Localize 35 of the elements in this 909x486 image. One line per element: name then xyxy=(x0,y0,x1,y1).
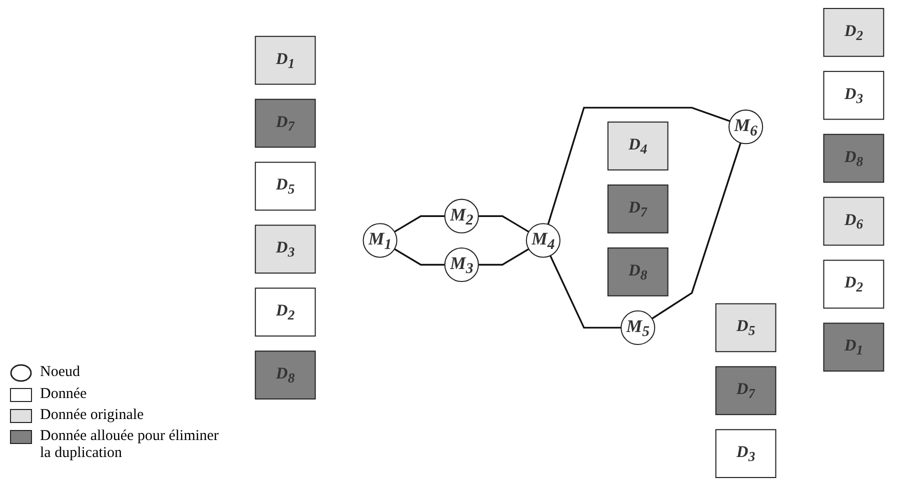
connector xyxy=(478,215,530,233)
connector xyxy=(547,106,730,225)
node-box: D$_{8}$ xyxy=(254,350,316,400)
node-box: D$_{5}$ xyxy=(715,303,776,352)
legend-label: Donnée originale xyxy=(40,407,144,424)
node-box: D$_{3}$ xyxy=(254,224,316,274)
connector xyxy=(478,248,530,266)
node-circle: M$_{4}$ xyxy=(526,223,560,258)
legend-label: Donnée xyxy=(40,386,87,403)
node-box: D$_{1}$ xyxy=(254,36,316,85)
node-box: D$_{8}$ xyxy=(607,247,668,296)
node-box: D$_{2}$ xyxy=(823,8,884,57)
connector xyxy=(394,248,445,266)
node-circle: M$_{1}$ xyxy=(362,223,398,258)
node-box: D$_{3}$ xyxy=(715,429,776,478)
node-box: D$_{7}$ xyxy=(254,98,316,148)
connector xyxy=(394,215,445,233)
node-circle: M$_{5}$ xyxy=(620,310,656,345)
node-box: D$_{7}$ xyxy=(607,184,668,234)
node-box: D$_{3}$ xyxy=(823,70,884,120)
node-box: D$_{7}$ xyxy=(715,366,776,416)
node-box: D$_{8}$ xyxy=(823,134,884,183)
node-box: D$_{6}$ xyxy=(823,196,884,246)
connector xyxy=(550,255,622,329)
legend-label: Noeud xyxy=(40,364,80,381)
legend-label: Donnée allouée pour éliminer la duplication xyxy=(40,428,220,462)
node-circle: M$_{2}$ xyxy=(444,198,479,234)
node-box: D$_{1}$ xyxy=(823,322,884,372)
node-box: D$_{5}$ xyxy=(254,162,316,211)
node-circle: M$_{6}$ xyxy=(728,110,764,144)
node-box: D$_{2}$ xyxy=(254,288,316,337)
connector xyxy=(652,142,742,320)
node-box: D$_{4}$ xyxy=(607,122,668,170)
node-box: D$_{2}$ xyxy=(823,260,884,309)
node-circle: M$_{3}$ xyxy=(444,247,479,282)
